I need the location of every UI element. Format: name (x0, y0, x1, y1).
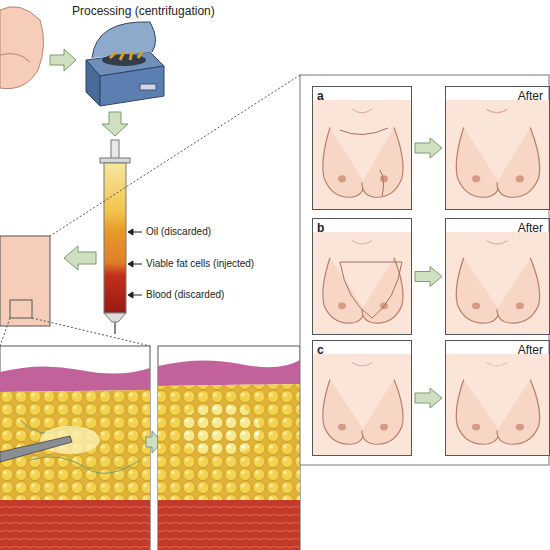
panel-label: b (317, 221, 324, 235)
photo-panel: After (445, 86, 550, 210)
photo-panel: a (312, 86, 412, 210)
photo-panel: b (312, 218, 412, 335)
callout-label: Viable fat cells (injected) (146, 258, 254, 269)
panel-label: After (518, 343, 543, 357)
photo-panel: After (445, 340, 550, 456)
block-arrow (415, 267, 442, 287)
panel-label: c (317, 343, 324, 357)
block-arrow (415, 138, 442, 158)
panel-label: a (317, 89, 324, 103)
photo-panel: c (312, 340, 412, 456)
photo-panel: After (445, 218, 550, 335)
callout-label: Oil (discarded) (146, 226, 211, 237)
callout-label: Processing (centrifugation) (72, 4, 215, 18)
callout-label: Blood (discarded) (146, 289, 224, 300)
panel-label: After (518, 89, 543, 103)
panel-label: After (518, 221, 543, 235)
block-arrow (415, 388, 442, 408)
